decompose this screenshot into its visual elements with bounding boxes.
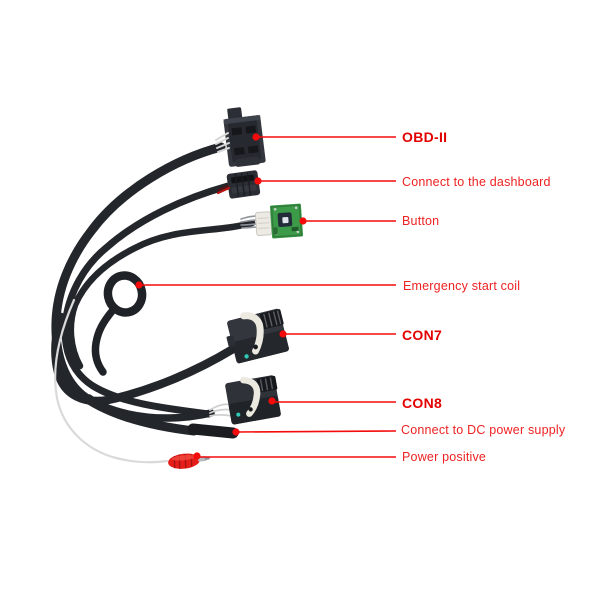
con8-cable bbox=[85, 394, 215, 422]
button-pcb bbox=[240, 203, 304, 239]
dashboard-red-wire bbox=[216, 185, 231, 195]
label-power: Power positive bbox=[402, 450, 487, 464]
dot-dc bbox=[232, 428, 240, 436]
obd2-wires bbox=[215, 132, 230, 153]
con8-connector bbox=[225, 375, 281, 425]
dot-dashboard bbox=[254, 177, 262, 185]
dc-cable-end bbox=[187, 423, 239, 439]
dot-obd2 bbox=[252, 133, 260, 141]
dot-con7 bbox=[279, 330, 287, 338]
button-cable bbox=[67, 219, 256, 370]
dashboard-connector bbox=[226, 170, 261, 199]
annotation-lines bbox=[139, 136, 397, 458]
label-obd2: OBD-II bbox=[402, 129, 448, 145]
label-dc: Connect to DC power supply bbox=[401, 423, 566, 437]
label-button: Button bbox=[402, 214, 440, 228]
cable-harness bbox=[51, 142, 256, 464]
dot-coil bbox=[135, 281, 143, 289]
obd2-connector bbox=[223, 107, 266, 167]
label-dashboard: Connect to the dashboard bbox=[402, 175, 551, 189]
dot-power bbox=[193, 452, 201, 460]
dot-con8 bbox=[268, 397, 276, 405]
annotation-dots bbox=[135, 133, 307, 460]
dot-button bbox=[299, 217, 307, 225]
con7-cable bbox=[51, 312, 238, 406]
emergency-coil bbox=[91, 271, 147, 376]
power-wire bbox=[54, 298, 169, 464]
label-coil: Emergency start coil bbox=[403, 279, 521, 293]
alligator-clip bbox=[168, 453, 210, 469]
label-con7: CON7 bbox=[402, 327, 443, 343]
dashboard-cable bbox=[61, 182, 232, 418]
con7-connector bbox=[226, 308, 289, 364]
leader-dc bbox=[235, 430, 397, 433]
label-con8: CON8 bbox=[402, 395, 443, 411]
